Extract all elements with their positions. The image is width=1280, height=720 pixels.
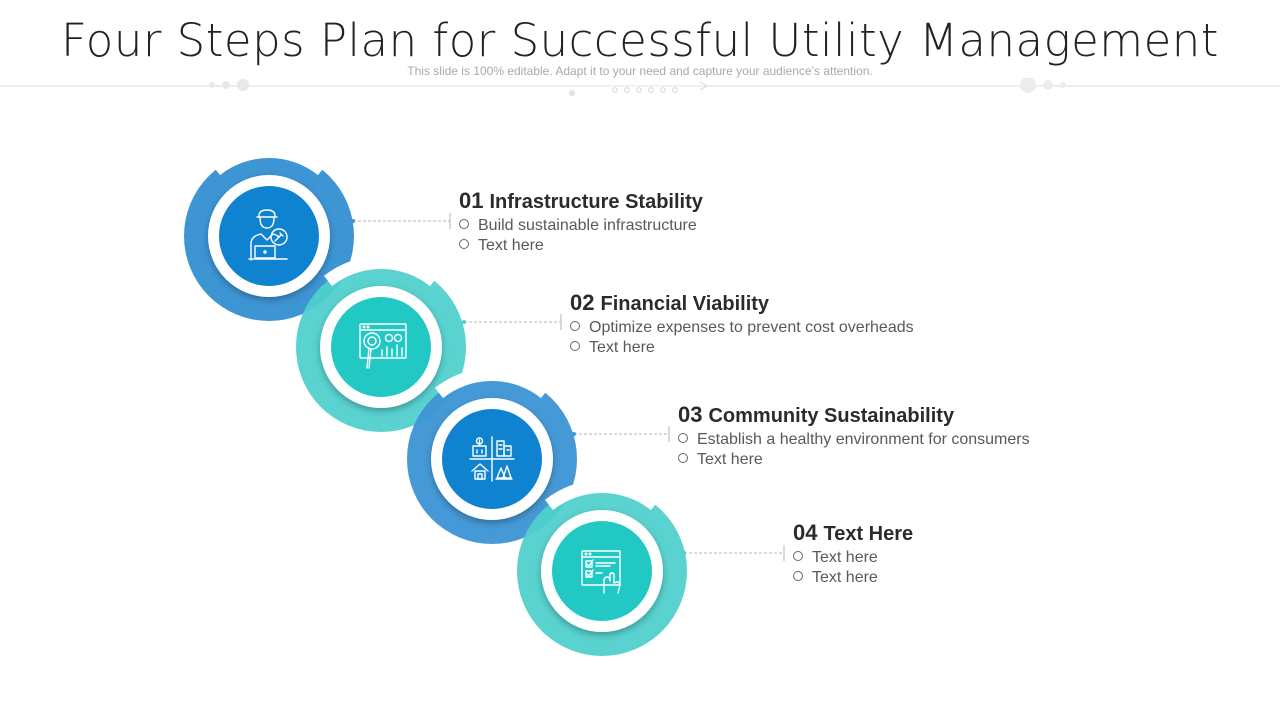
bullet-circle-icon — [678, 453, 688, 463]
bullet-text: Text here — [812, 549, 878, 566]
bullet-item: Text here — [570, 338, 914, 358]
bullet-item: Text here — [459, 236, 703, 256]
step-circle-4 — [517, 480, 687, 656]
connector-4 — [682, 545, 785, 561]
bullet-circle-icon — [793, 551, 803, 561]
slide-subtitle: This slide is 100% editable. Adapt it to… — [407, 64, 873, 78]
slide-title: Four Steps Plan for Successful Utility M… — [61, 14, 1219, 67]
bullet-circle-icon — [459, 239, 469, 249]
bullet-item: Establish a healthy environment for cons… — [678, 430, 1030, 450]
bullet-circle-icon — [570, 321, 580, 331]
step-circle-2 — [296, 256, 466, 432]
step-circle-1 — [184, 145, 354, 321]
bullet-circle-icon — [570, 341, 580, 351]
step-bullets: Text here Text here — [793, 548, 913, 588]
connector-1 — [351, 213, 451, 229]
step-bullets: Optimize expenses to prevent cost overhe… — [570, 318, 914, 358]
connector-2 — [462, 314, 562, 330]
bullet-circle-icon — [678, 433, 688, 443]
step-number: 03 — [678, 402, 703, 427]
bullet-item: Optimize expenses to prevent cost overhe… — [570, 318, 914, 338]
step-number: 02 — [570, 290, 595, 315]
step-bullets: Establish a healthy environment for cons… — [678, 430, 1030, 470]
bullet-circle-icon — [793, 571, 803, 581]
step-title: Financial Viability — [600, 293, 770, 315]
checklist-touch-icon — [581, 550, 621, 594]
bullet-text: Text here — [697, 451, 763, 468]
connector-3 — [572, 426, 670, 442]
bullet-item: Text here — [793, 568, 913, 588]
step-number: 04 — [793, 520, 818, 545]
bullet-item: Text here — [793, 548, 913, 568]
header-divider — [0, 78, 1280, 96]
bullet-text: Build sustainable infrastructure — [478, 217, 697, 234]
step-title: Infrastructure Stability — [489, 191, 703, 213]
bullet-item: Text here — [678, 450, 1030, 470]
community-buildings-icon — [469, 436, 515, 482]
bullet-text: Text here — [812, 569, 878, 586]
step-title: Text Here — [823, 523, 914, 545]
financial-analysis-icon — [359, 323, 407, 369]
bullet-text: Text here — [478, 237, 544, 254]
step-title: Community Sustainability — [708, 405, 955, 427]
bullet-text: Establish a healthy environment for cons… — [697, 431, 1030, 448]
engineer-wrench-icon — [248, 209, 288, 261]
bullet-text: Text here — [589, 339, 655, 356]
bullet-text: Optimize expenses to prevent cost overhe… — [589, 319, 914, 336]
step-bullets: Build sustainable infrastructure Text he… — [459, 216, 703, 256]
bullet-item: Build sustainable infrastructure — [459, 216, 703, 236]
bullet-circle-icon — [459, 219, 469, 229]
step-number: 01 — [459, 188, 484, 213]
